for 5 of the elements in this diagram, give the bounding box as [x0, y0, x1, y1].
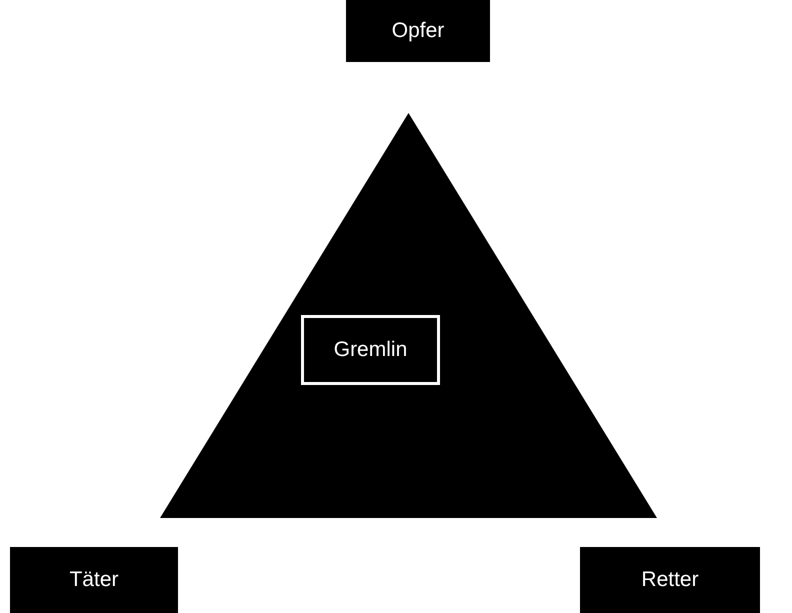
- center-box: Gremlin: [301, 315, 440, 385]
- triangle-shape: [160, 113, 657, 518]
- role-box: Retter: [580, 547, 760, 613]
- role-box: Opfer: [346, 0, 490, 62]
- role-box: Täter: [10, 547, 178, 613]
